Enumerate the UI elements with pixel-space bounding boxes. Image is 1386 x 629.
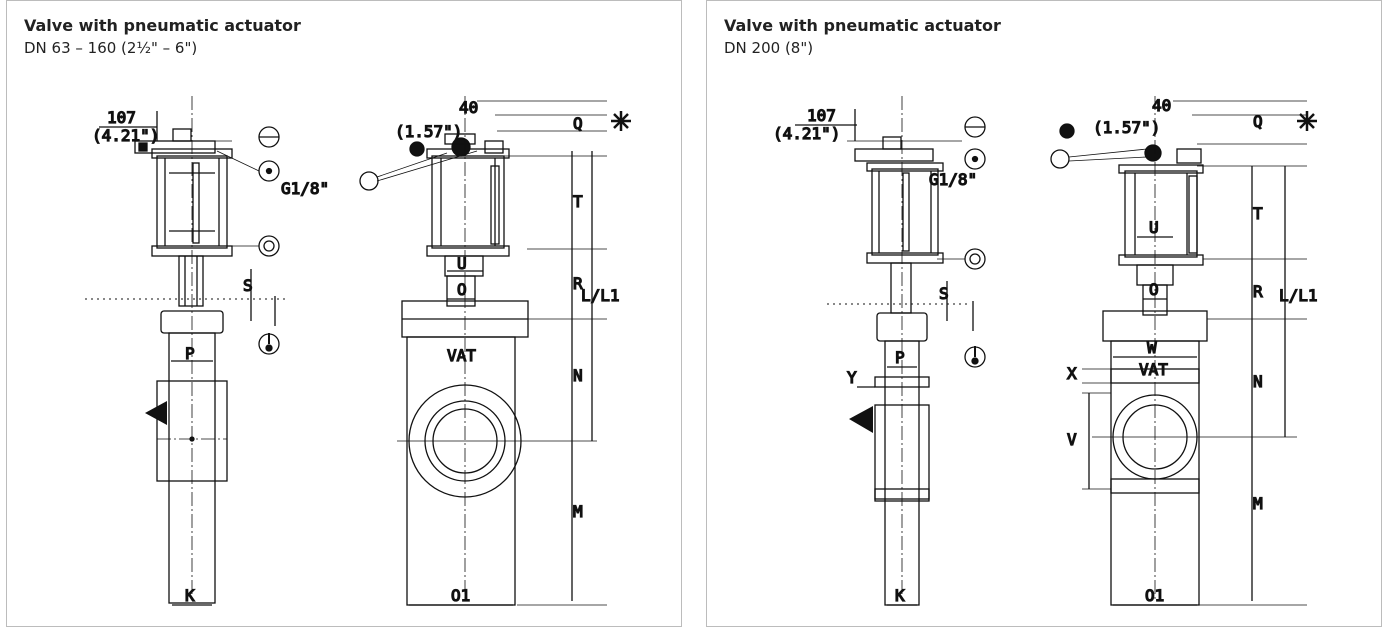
- thread-label: G1/8": [929, 170, 977, 189]
- drawing-panel-dn63-160: Valve with pneumatic actuator DN 63 – 16…: [6, 0, 682, 627]
- dim-k: K: [895, 586, 905, 605]
- panel-subtitle: DN 63 – 160 (2½" – 6"): [24, 39, 198, 57]
- side-view: [795, 96, 986, 606]
- dim-l-l1: L/L1: [1279, 286, 1318, 305]
- dim-k: K: [185, 586, 195, 605]
- dim-t: T: [573, 192, 583, 211]
- dim-40-inch: (1.57"): [1093, 118, 1160, 137]
- dim-u: U: [457, 254, 467, 273]
- dim-m: M: [573, 502, 583, 521]
- panel-title: Valve with pneumatic actuator: [724, 16, 1001, 35]
- dim-r: R: [573, 274, 583, 293]
- front-view: [359, 96, 607, 606]
- dim-107-inch: (4.21"): [92, 126, 159, 145]
- dim-x: X: [1067, 364, 1077, 383]
- dim-n: N: [573, 366, 583, 385]
- dim-40: 40: [459, 98, 478, 117]
- dim-r: R: [1253, 282, 1263, 301]
- panel-subtitle: DN 200 (8"): [724, 39, 814, 57]
- dim-107: 107: [107, 108, 136, 127]
- dim-n: N: [1253, 372, 1263, 391]
- brand-mark: VAT: [1139, 360, 1168, 379]
- dim-s: S: [939, 284, 949, 303]
- dim-o1: O1: [451, 586, 470, 605]
- dim-w: W: [1147, 338, 1157, 357]
- panel-title: Valve with pneumatic actuator: [24, 16, 301, 35]
- dim-l-l1: L/L1: [581, 286, 620, 305]
- asterisk-icon: [1297, 111, 1317, 131]
- dim-t: T: [1253, 204, 1263, 223]
- dim-p: P: [185, 344, 195, 363]
- dim-m: M: [1253, 494, 1263, 513]
- asterisk-icon: [611, 111, 631, 131]
- technical-drawing: 107 (4.21") G1/8" S P Y K: [772, 95, 1318, 606]
- dim-40-inch: (1.57"): [395, 122, 462, 141]
- brand-mark: VAT: [447, 346, 476, 365]
- dim-u: U: [1149, 218, 1159, 237]
- front-view: [1050, 96, 1307, 606]
- dim-s: S: [243, 276, 253, 295]
- dim-p: P: [895, 348, 905, 367]
- dim-o1: O1: [1145, 586, 1164, 605]
- dim-y: Y: [847, 368, 857, 387]
- dim-o: O: [1149, 280, 1159, 299]
- thread-label: G1/8": [281, 179, 329, 198]
- dim-40: 40: [1152, 96, 1171, 115]
- dim-107: 107: [807, 106, 836, 125]
- side-view: [85, 96, 287, 606]
- dim-107-inch: (4.21"): [773, 124, 840, 143]
- technical-drawing: 107 (4.21") G1/8" S P K: [85, 96, 631, 606]
- dim-v: V: [1067, 430, 1077, 449]
- dim-q: Q: [1253, 112, 1263, 131]
- dim-q: Q: [573, 114, 583, 133]
- drawing-panel-dn200: Valve with pneumatic actuator DN 200 (8"…: [706, 0, 1382, 627]
- dim-o: O: [457, 280, 467, 299]
